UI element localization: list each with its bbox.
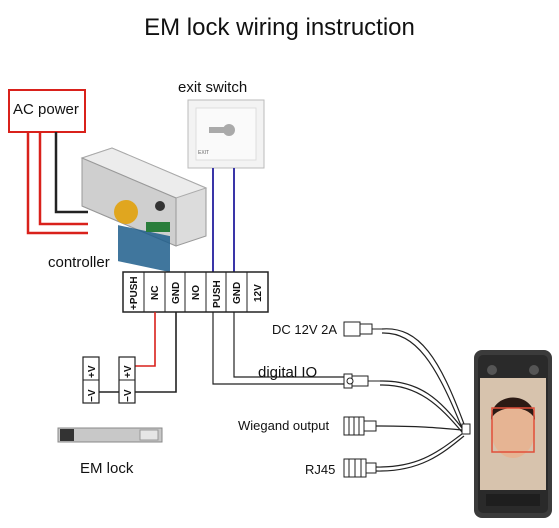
ac-wires xyxy=(26,132,88,235)
controller-label: controller xyxy=(48,254,110,271)
lock-wires xyxy=(96,312,177,393)
ac-power-label: AC power xyxy=(13,101,79,118)
rj45-label: RJ45 xyxy=(305,462,336,477)
io-wires xyxy=(212,312,344,385)
em-lock-label: EM lock xyxy=(80,460,134,477)
terminal-block: +PUSH NC GND NO PUSH GND 12V xyxy=(122,271,269,313)
lock-terminal-label: +V xyxy=(123,365,134,378)
terminal-label: NO xyxy=(191,285,202,300)
svg-text:EXIT: EXIT xyxy=(198,150,209,156)
rj45-connector-icon xyxy=(343,458,377,478)
lock-terminal-label: −V xyxy=(87,389,98,402)
wiegand-connector-icon xyxy=(343,416,377,436)
device-cables xyxy=(375,328,465,472)
terminal-label: +PUSH xyxy=(129,276,140,310)
dc-power-label: DC 12V 2A xyxy=(272,322,338,337)
exit-switch-wires xyxy=(212,168,235,272)
exit-switch-label: exit switch xyxy=(178,79,248,96)
face-recognition-terminal-icon xyxy=(474,350,552,518)
ac-power-box xyxy=(8,89,86,133)
diagram-title: EM lock wiring instruction xyxy=(144,14,415,41)
dc-power-connector-icon xyxy=(343,321,382,337)
terminal-label: GND xyxy=(171,282,182,304)
terminal-label: 12V xyxy=(253,284,264,302)
em-lock-bar-icon xyxy=(57,427,163,443)
lock-terminal-label: −V xyxy=(123,389,134,402)
exit-switch-panel-icon: EXIT xyxy=(187,99,265,169)
digital-io-connector-icon xyxy=(343,373,380,389)
digital-io-label: digital IO xyxy=(258,364,318,381)
terminal-label: NC xyxy=(150,286,161,300)
cable-junction xyxy=(461,423,471,435)
terminal-label: PUSH xyxy=(212,280,223,308)
terminal-label: GND xyxy=(232,282,243,304)
lock-terminal-blocks: −V +V −V +V xyxy=(82,356,136,404)
lock-terminal-label: +V xyxy=(87,365,98,378)
power-controller-icon xyxy=(80,147,208,273)
wiegand-label: Wiegand output xyxy=(238,418,330,433)
